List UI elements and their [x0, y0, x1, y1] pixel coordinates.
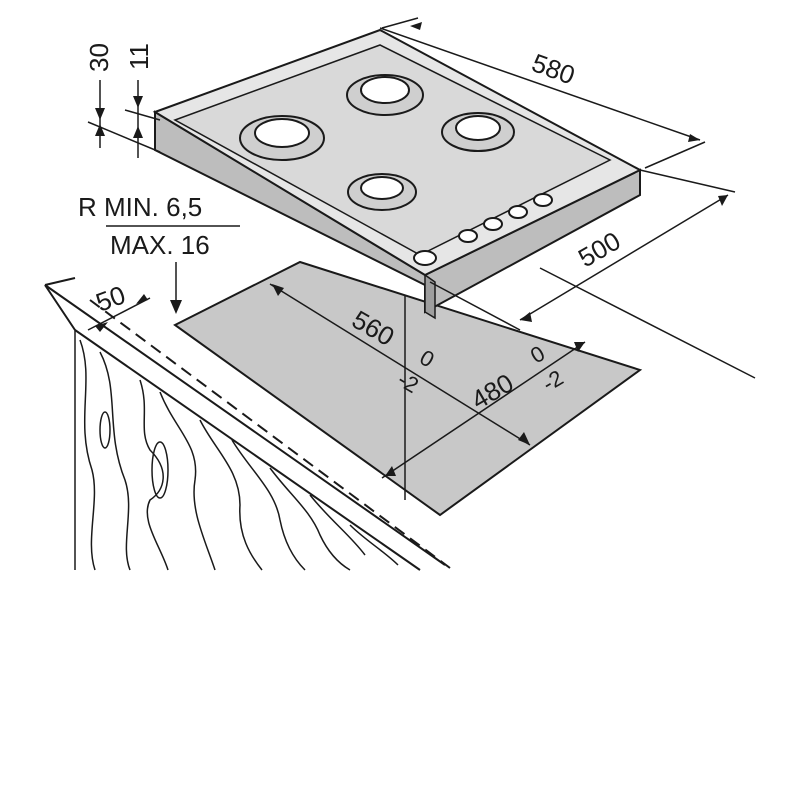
- dim-hob-width: 580: [379, 17, 706, 169]
- hob-thickness-label: 30: [84, 43, 114, 72]
- dim-hob-thickness: 30 11: [84, 43, 161, 158]
- burner-front: [347, 173, 417, 211]
- control-knobs: [413, 193, 553, 266]
- radius-min-label: R MIN. 6,5: [78, 192, 202, 222]
- worktop-front: [44, 284, 451, 571]
- wood-grain: [79, 339, 399, 571]
- cutout: [173, 260, 643, 517]
- burner-right: [441, 112, 515, 152]
- hob-depth-label: 500: [573, 226, 626, 274]
- burner-left: [239, 115, 325, 161]
- hob: [152, 28, 643, 320]
- burner-back: [346, 74, 424, 116]
- hob-width-label: 580: [528, 47, 579, 90]
- radius-note: R MIN. 6,5 MAX. 16: [78, 192, 240, 314]
- hob-rim-label: 11: [124, 43, 154, 70]
- radius-max-label: MAX. 16: [110, 230, 210, 260]
